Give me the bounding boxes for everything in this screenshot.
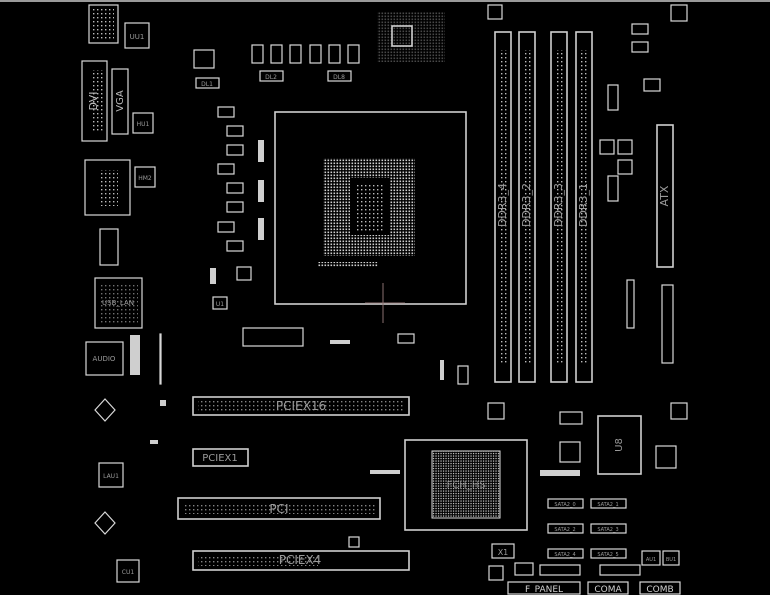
cpu-socket[interactable] — [274, 111, 467, 305]
trace-line — [159, 333, 162, 385]
ddr3-4-label: DDR3_4 — [496, 183, 509, 227]
dimm-slot-ddr3-1[interactable]: DDR3_1 — [575, 31, 593, 383]
f-panel-label: F_PANEL — [525, 585, 563, 595]
pciex1-label: PCIEX1 — [202, 453, 238, 464]
usb-lan-connector[interactable]: USB_LAN — [94, 277, 143, 329]
sata-connectors[interactable]: SATA2_0 SATA2_1 SATA2_2 SATA2_3 SATA2_4 … — [547, 498, 627, 559]
sata-label: SATA2_2 — [554, 527, 575, 533]
chip-u1[interactable]: U1 — [212, 296, 228, 310]
slot-pci[interactable]: PCI — [177, 497, 381, 520]
atx-power-connector[interactable]: ATX — [656, 124, 674, 268]
chip-u8[interactable]: U8 — [597, 415, 642, 475]
crystal-x1[interactable]: X1 — [491, 543, 515, 559]
pci-label: PCI — [269, 502, 288, 516]
ddr3-1-label: DDR3_1 — [577, 183, 590, 227]
ddr3-2-label: DDR3_2 — [520, 183, 533, 227]
sata-label: SATA2_5 — [597, 552, 618, 558]
usb-header[interactable] — [99, 228, 119, 266]
dimm-slot-ddr3-3[interactable]: DDR3_3 — [550, 31, 568, 383]
ddr3-3-label: DDR3_3 — [552, 183, 565, 227]
coma-header[interactable]: COMA — [587, 581, 629, 595]
bu1-label: BU1 — [666, 557, 676, 563]
vrm-mosfets — [193, 44, 360, 347]
window-top-edge — [0, 0, 770, 2]
dimm-slot-ddr3-4[interactable]: DDR3_4 — [494, 31, 512, 383]
pwm-controller — [377, 12, 445, 62]
chip-hm2[interactable]: HM2 — [134, 166, 156, 188]
coma-label: COMA — [594, 585, 622, 595]
right-small-parts — [599, 23, 661, 202]
small-passives — [130, 140, 641, 576]
top-left-connector[interactable] — [88, 4, 119, 44]
sata-label: SATA2_4 — [554, 552, 575, 558]
chip-uu1[interactable]: UU1 — [124, 22, 150, 49]
clock-chip — [559, 441, 581, 463]
cursor-crosshair — [365, 283, 405, 323]
slot-pciex16[interactable]: PCIEX16 — [192, 396, 410, 416]
slot-pciex1[interactable]: PCIEX1 — [192, 448, 249, 467]
side-header[interactable] — [661, 284, 674, 364]
io-chip — [655, 445, 677, 469]
atx-label: ATX — [658, 185, 671, 206]
sata-label: SATA2_1 — [597, 502, 618, 508]
mount-hole-diamond — [94, 398, 116, 535]
usb-lan-label: USB_LAN — [102, 299, 134, 307]
audio-connector[interactable]: AUDIO — [85, 341, 124, 376]
chip-lau1-label: LAU1 — [103, 473, 119, 480]
pciex16-label: PCIEX16 — [276, 399, 326, 413]
comb-label: COMB — [646, 585, 673, 595]
au1-label: AU1 — [646, 557, 656, 563]
f-panel-header[interactable]: F_PANEL — [507, 581, 581, 595]
pciex4-label: PCIEX4 — [279, 553, 322, 567]
hdmi-connector[interactable] — [84, 159, 131, 216]
x1-label: X1 — [498, 548, 509, 557]
chip-au1[interactable]: AU1 — [641, 550, 661, 566]
slot-pciex4[interactable]: PCIEX4 — [192, 550, 410, 571]
vga-label: VGA — [115, 90, 126, 112]
chip-hm2-label: HM2 — [138, 175, 152, 182]
chip-u1-label: U1 — [216, 301, 224, 308]
comb-header[interactable]: COMB — [639, 581, 681, 595]
dvi-label: DVI — [87, 91, 100, 110]
chip-bu1[interactable]: BU1 — [662, 550, 680, 566]
dvi-connector[interactable]: DVI — [81, 60, 108, 142]
chip-u8-label: U8 — [614, 438, 625, 452]
chip-dl8-label: DL8 — [333, 74, 345, 81]
dimm-slot-ddr3-2[interactable]: DDR3_2 — [518, 31, 536, 383]
chip-hu1[interactable]: HU1 — [132, 112, 154, 134]
chip-cu1-label: CU1 — [122, 569, 135, 576]
chip-hu1-label: HU1 — [137, 121, 150, 128]
mount-holes — [487, 4, 688, 581]
chipset-fch[interactable]: FCH_HS — [404, 439, 528, 531]
chip-dl1[interactable]: DL1 — [195, 77, 220, 89]
audio-label: AUDIO — [93, 355, 116, 363]
chip-cu1[interactable]: CU1 — [116, 559, 140, 583]
vga-connector[interactable]: VGA — [111, 68, 129, 135]
chip-dl1-label: DL1 — [201, 81, 213, 88]
chip-uu1-label: UU1 — [130, 33, 145, 41]
fch-label: FCH_HS — [446, 480, 485, 491]
small-header[interactable] — [626, 279, 635, 329]
sata-label: SATA2_0 — [554, 502, 575, 508]
chip-dl8[interactable]: DL8 — [327, 70, 352, 82]
chip-lau1[interactable]: LAU1 — [98, 462, 124, 488]
chip-dl2-label: DL2 — [265, 74, 277, 81]
sata-label: SATA2_3 — [597, 527, 618, 533]
chip-dl2[interactable]: DL2 — [259, 70, 284, 82]
small-chip — [559, 411, 583, 425]
